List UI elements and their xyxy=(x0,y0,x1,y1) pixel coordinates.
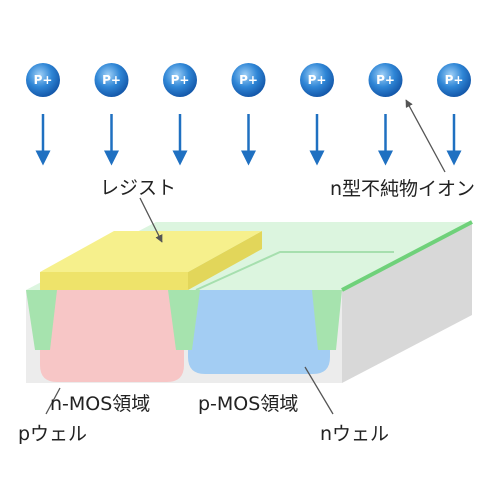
ion-symbol: P+ xyxy=(445,73,464,87)
resist-leader xyxy=(139,197,163,243)
ion-1: P+ xyxy=(26,63,60,166)
resist xyxy=(40,231,262,290)
label-nmos-region: n-MOS領域 xyxy=(50,393,150,415)
substrate-side-face xyxy=(342,222,472,383)
ion-symbol: P+ xyxy=(376,73,395,87)
ion-circle xyxy=(26,63,60,97)
isolation-right xyxy=(312,290,342,350)
ion-7: P+ xyxy=(437,63,471,166)
label-pmos-region: p-MOS領域 xyxy=(198,393,298,415)
ion-circle xyxy=(437,63,471,97)
ion-6: P+ xyxy=(368,63,403,166)
ion-3: P+ xyxy=(163,63,197,166)
label-ion-type: n型不純物イオン xyxy=(330,178,475,200)
top-surface-edge xyxy=(341,220,473,292)
resist-front-face xyxy=(40,272,188,290)
n-well xyxy=(188,290,330,374)
ion-symbol: P+ xyxy=(102,73,121,87)
resist-top-face xyxy=(40,231,262,272)
ion-2: P+ xyxy=(94,63,129,166)
resist-side-face xyxy=(188,231,262,290)
p-well xyxy=(40,290,184,382)
ion-symbol: P+ xyxy=(34,73,53,87)
ion-symbol: P+ xyxy=(171,73,190,87)
ion-symbol: P+ xyxy=(308,73,327,87)
nmos-leader xyxy=(45,387,61,415)
ion-leader xyxy=(405,99,446,173)
ion-4: P+ xyxy=(231,63,266,166)
ion-5: P+ xyxy=(300,63,334,166)
isolation-center xyxy=(168,290,200,350)
label-n-well: nウェル xyxy=(320,423,389,445)
ion-row: P+ P+ P+ P+ P+ P+ P+ xyxy=(26,63,471,166)
isolation-left xyxy=(26,290,57,350)
ion-circle xyxy=(94,63,129,97)
ion-circle xyxy=(300,63,334,97)
ion-circle xyxy=(368,63,403,97)
ion-circle xyxy=(231,63,266,97)
top-surface-line xyxy=(195,251,394,291)
label-resist: レジスト xyxy=(100,177,176,199)
ion-symbol: P+ xyxy=(239,73,258,87)
pmos-leader xyxy=(304,366,334,415)
ion-circle xyxy=(163,63,197,97)
label-p-well: pウェル xyxy=(18,423,87,445)
